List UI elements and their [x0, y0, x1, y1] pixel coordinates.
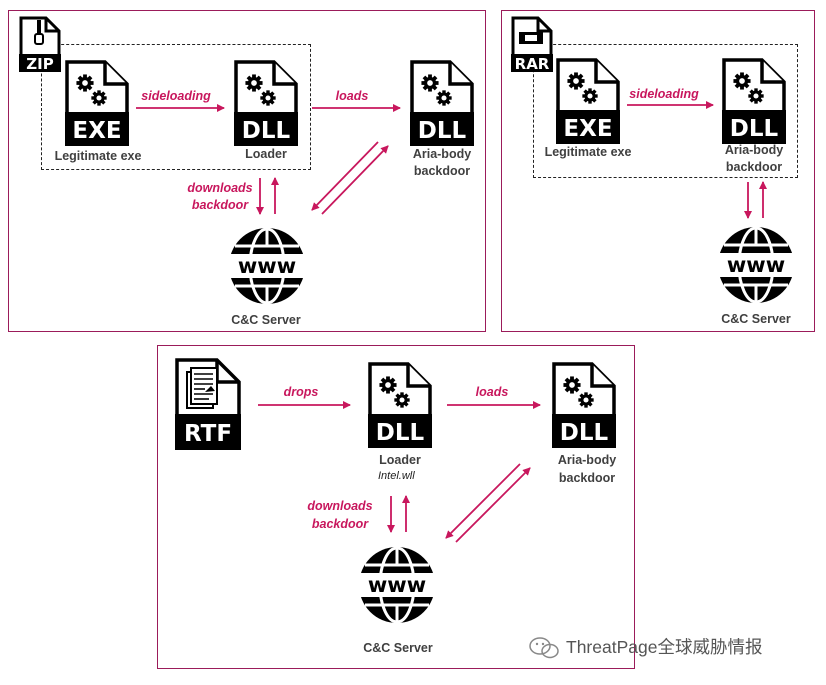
aria-type-label-2: DLL: [730, 116, 779, 142]
aria-type-label: DLL: [418, 118, 467, 144]
backdoor-label-3: backdoor: [558, 471, 616, 485]
sideloading-label: sideloading: [141, 89, 211, 103]
arrow-server-to-backdoor: [321, 145, 389, 215]
aria-body-dll-icon-2: DLL: [722, 58, 786, 144]
loader-filename: Intel.wll: [378, 470, 415, 482]
exe-type-label-2: EXE: [563, 116, 612, 142]
legitimate-exe-label: Legitimate exe: [54, 149, 142, 163]
rar-archive-icon: RAR: [511, 16, 553, 72]
cc-server-label-3: C&C Server: [363, 641, 433, 655]
cc-server-label-2: C&C Server: [721, 312, 791, 326]
loads-label: loads: [335, 89, 369, 103]
rar-label: RAR: [515, 55, 550, 72]
rar-archive-boundary: [533, 44, 798, 178]
aria-body-label-2: Aria-body: [724, 143, 784, 157]
loader-label-3: Loader: [379, 453, 421, 467]
sideloading-label-2: sideloading: [629, 87, 699, 101]
loader-type-label-3: DLL: [376, 420, 425, 446]
aria-body-dll-icon-3: DLL: [552, 362, 616, 448]
aria-body-dll-icon: DLL: [410, 60, 474, 146]
drops-label: drops: [283, 385, 319, 399]
loader-dll-icon: DLL: [234, 60, 298, 146]
rtf-document-icon: RTF: [175, 358, 241, 450]
wechat-icon: [529, 637, 559, 659]
downloads-label: downloads: [187, 181, 253, 195]
aria-body-label-3: Aria-body: [557, 453, 617, 467]
arrow-backdoor-to-server: [311, 141, 379, 211]
www-text: www: [238, 254, 296, 278]
legitimate-exe-label-2: Legitimate exe: [544, 145, 632, 159]
loader-dll-icon-3: DLL: [368, 362, 432, 448]
downloads-label-3: downloads: [307, 499, 373, 513]
arrow-backdoor-to-server-3: [445, 463, 521, 539]
backdoor-arrow-label-3: backdoor: [311, 517, 369, 531]
rtf-type-label: RTF: [184, 421, 232, 447]
watermark-text: ThreatPage全球威胁情报: [566, 637, 763, 657]
zip-archive-icon: ZIP: [19, 16, 61, 72]
zip-archive-boundary: [41, 44, 311, 170]
arrow-server-to-backdoor-3: [455, 467, 531, 543]
exe-type-label: EXE: [72, 118, 121, 144]
www-text-2: www: [727, 253, 785, 277]
backdoor-label: backdoor: [413, 164, 471, 178]
loader-label: Loader: [245, 147, 287, 161]
exe-file-icon-2: EXE: [556, 58, 620, 144]
aria-body-label: Aria-body: [412, 147, 472, 161]
exe-file-icon: EXE: [65, 60, 129, 146]
cc-server-globe-icon-2: www: [716, 225, 796, 305]
aria-type-label-3: DLL: [560, 420, 609, 446]
cc-server-globe-icon: www: [227, 226, 307, 306]
backdoor-label-2: backdoor: [725, 160, 783, 174]
www-text-3: www: [368, 573, 426, 597]
cc-server-label: C&C Server: [231, 313, 301, 327]
zip-label: ZIP: [26, 55, 53, 72]
loader-type-label: DLL: [242, 118, 291, 144]
loads-label-3: loads: [475, 385, 509, 399]
backdoor-arrow-label: backdoor: [191, 198, 249, 212]
cc-server-globe-icon-3: www: [357, 545, 437, 625]
